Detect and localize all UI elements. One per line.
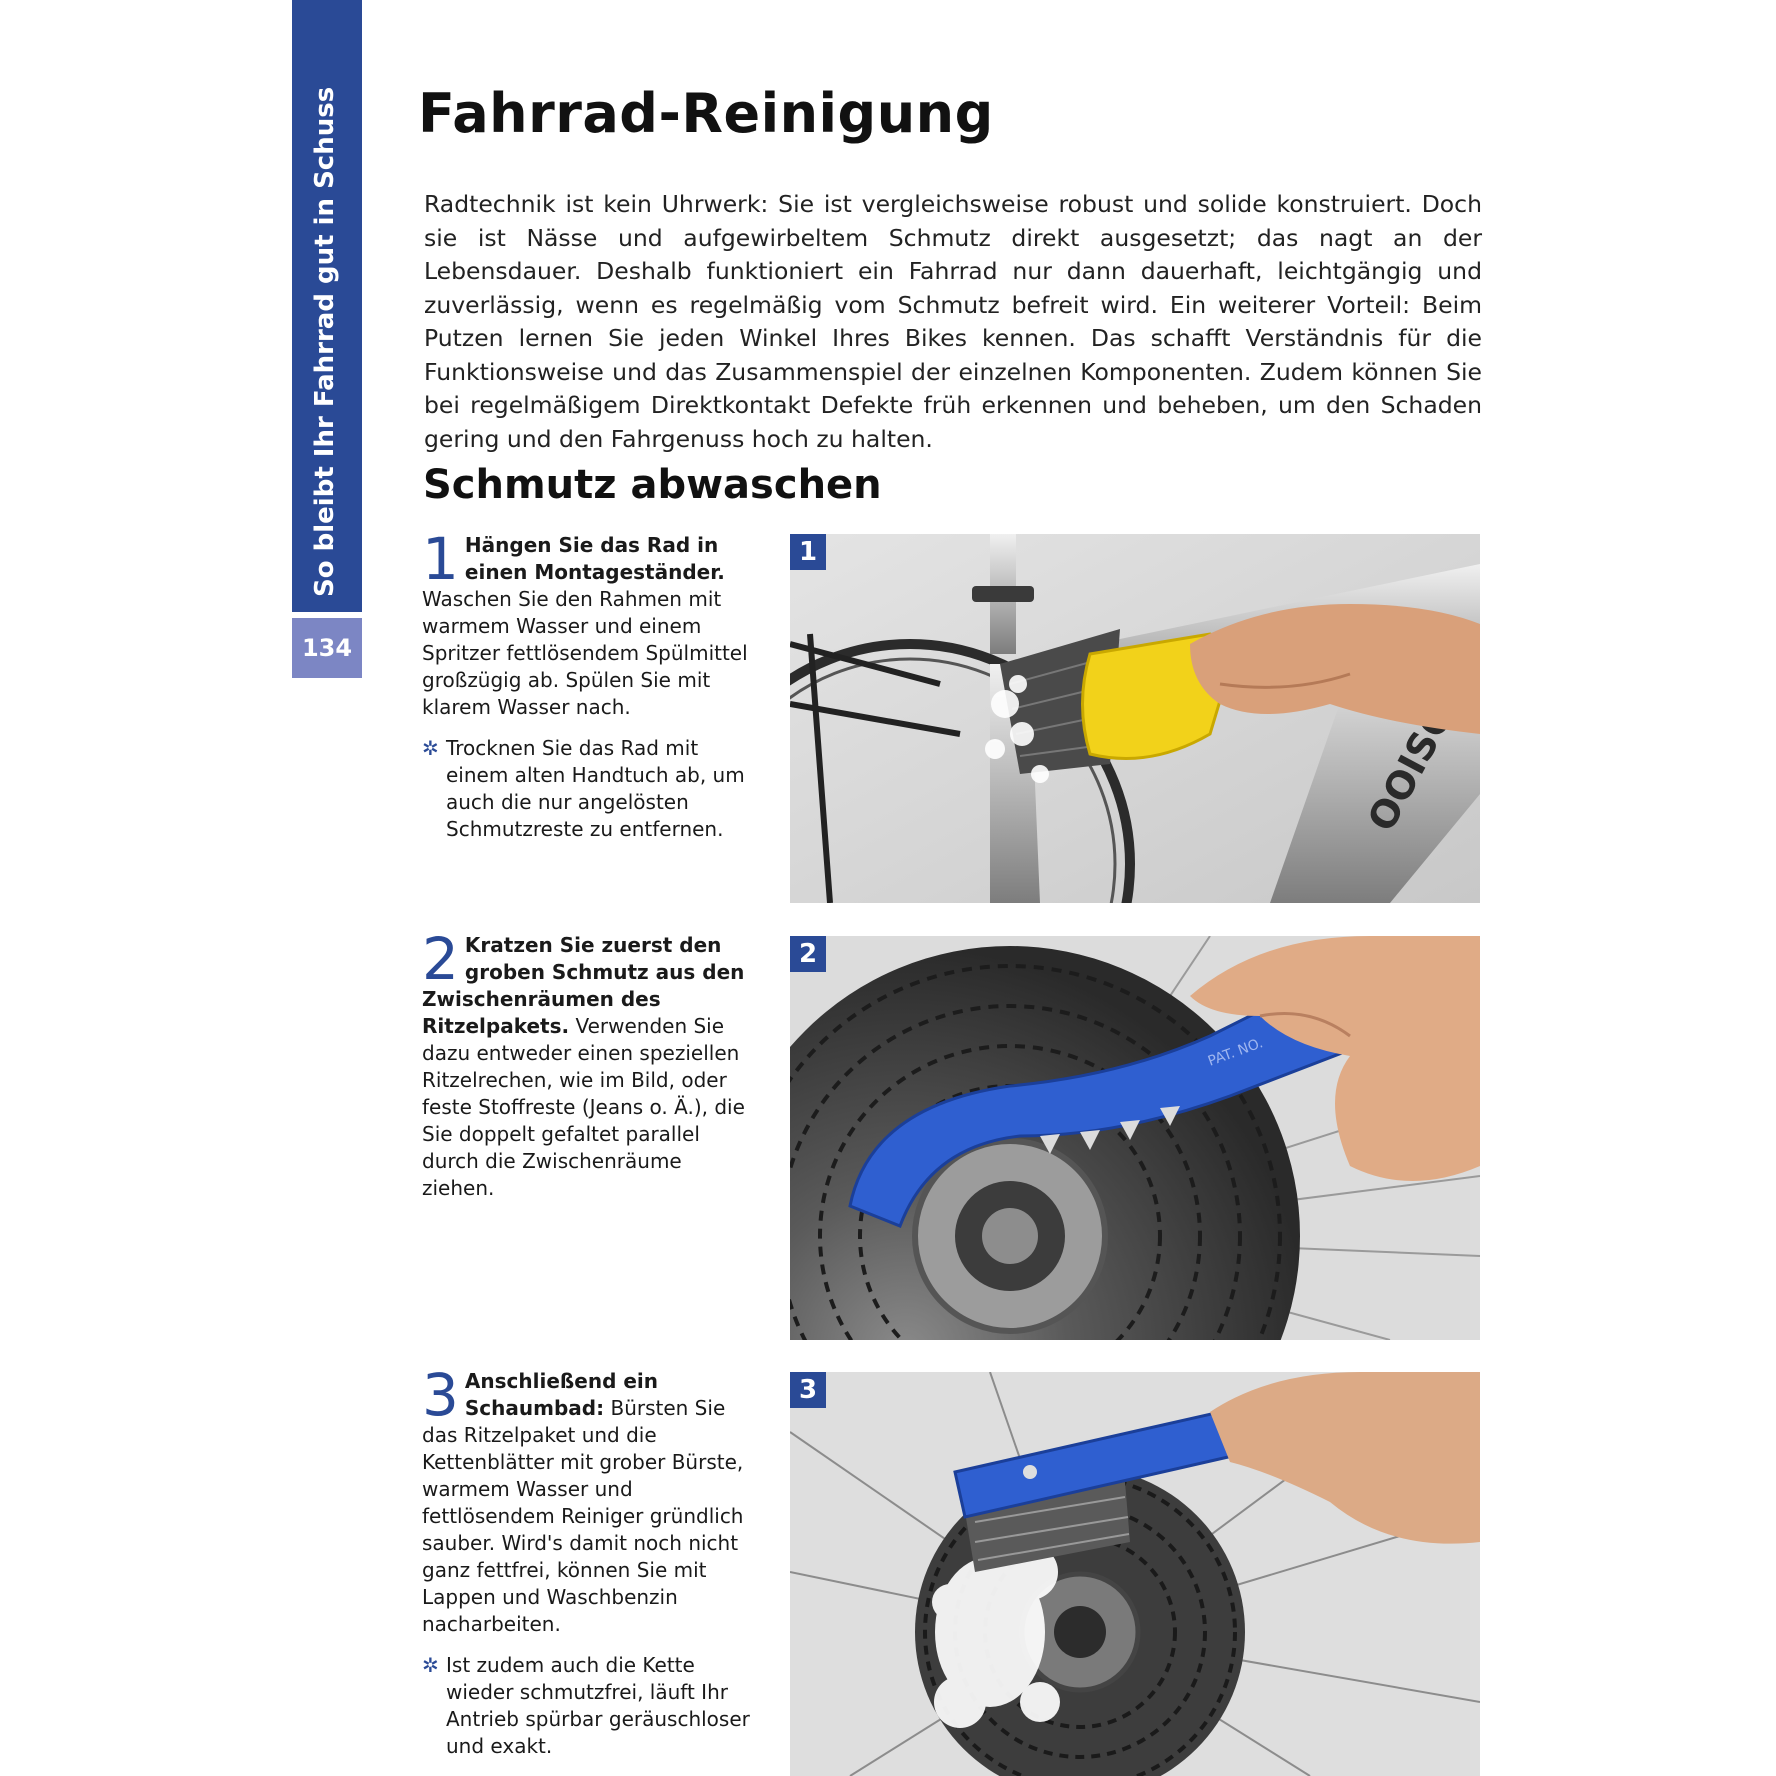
chapter-tab-label: So bleibt Ihr Fahrrad gut in Schuss <box>310 86 340 597</box>
step-lead: Anschließend ein Schaumbad: <box>464 1369 659 1420</box>
photo-badge: 3 <box>790 1372 826 1408</box>
step-lead: Hängen Sie das Rad in einen Montageständ… <box>464 533 725 584</box>
step-3: 3 Anschließend ein Schaumbad: Bürsten Si… <box>422 1361 752 1760</box>
frame-washing-illustration: OOISON <box>790 534 1480 903</box>
step-text: Waschen Sie den Rahmen mit warmem Wasser… <box>422 587 748 719</box>
photo-foam-bath: 3 <box>790 1372 1480 1776</box>
step-2: 2 Kratzen Sie zuerst den groben Schmutz … <box>422 925 752 1202</box>
step-lead: Kratzen Sie zuerst den groben Schmutz au… <box>422 933 745 1038</box>
chapter-tab <box>292 0 362 612</box>
photo-cassette-rake: 2 PAT. NO. <box>790 936 1480 1340</box>
step-number: 1 <box>422 525 459 593</box>
tip: ✲ Ist zudem auch die Kette wieder schmut… <box>422 1652 752 1760</box>
tip: ✲ Trocknen Sie das Rad mit einem alten H… <box>422 735 752 843</box>
tip-text: Ist zudem auch die Kette wieder schmutzf… <box>446 1653 750 1758</box>
step-number: 2 <box>422 925 459 993</box>
page-title: Fahrrad-Reinigung <box>418 82 994 145</box>
tip-text: Trocknen Sie das Rad mit einem alten Han… <box>446 736 745 841</box>
intro-paragraph: Radtechnik ist kein Uhrwerk: Sie ist ver… <box>424 190 1482 453</box>
section-heading: Schmutz abwaschen <box>423 462 882 508</box>
step-number: 3 <box>422 1361 459 1429</box>
gear-icon: ✲ <box>422 736 439 760</box>
gear-icon: ✲ <box>422 1653 439 1677</box>
page-number: 134 <box>292 618 362 678</box>
foam-bath-illustration <box>790 1372 1480 1776</box>
photo-badge: 2 <box>790 936 826 972</box>
cassette-rake-illustration: PAT. NO. <box>790 936 1480 1340</box>
step-text: Bürsten Sie das Ritzelpaket und die Kett… <box>422 1396 744 1636</box>
photo-badge: 1 <box>790 534 826 570</box>
photo-frame-washing: 1 OOISON <box>790 534 1480 903</box>
step-1: 1 Hängen Sie das Rad in einen Montagestä… <box>422 525 752 843</box>
step-text: Verwenden Sie dazu entweder einen spezie… <box>422 1014 745 1200</box>
